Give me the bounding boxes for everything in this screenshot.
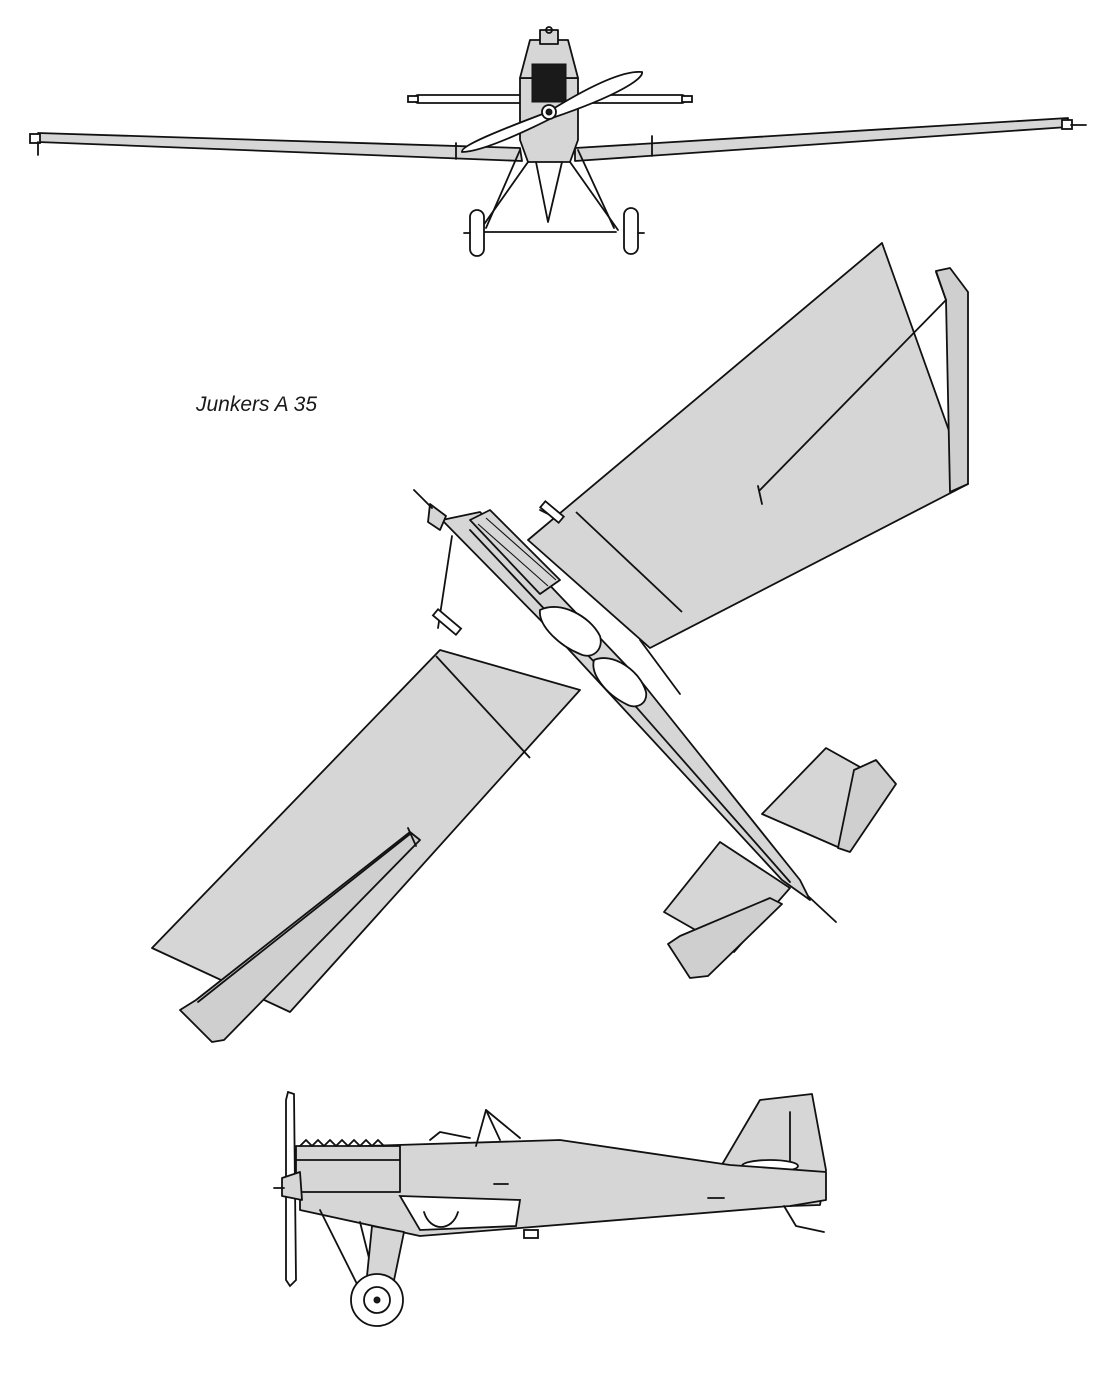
side-view	[273, 1090, 827, 1327]
front-view-left-wing	[37, 132, 523, 162]
plan-view-lower-wing	[151, 649, 581, 1013]
front-view	[29, 26, 1087, 257]
front-view-right-wing	[574, 117, 1069, 162]
front-view-right-wheel	[623, 207, 639, 255]
front-view-left-wheel	[469, 209, 485, 257]
plan-view	[151, 242, 969, 1043]
aircraft-caption: Junkers A 35	[196, 393, 318, 416]
plan-view-upper-wing	[527, 242, 969, 649]
